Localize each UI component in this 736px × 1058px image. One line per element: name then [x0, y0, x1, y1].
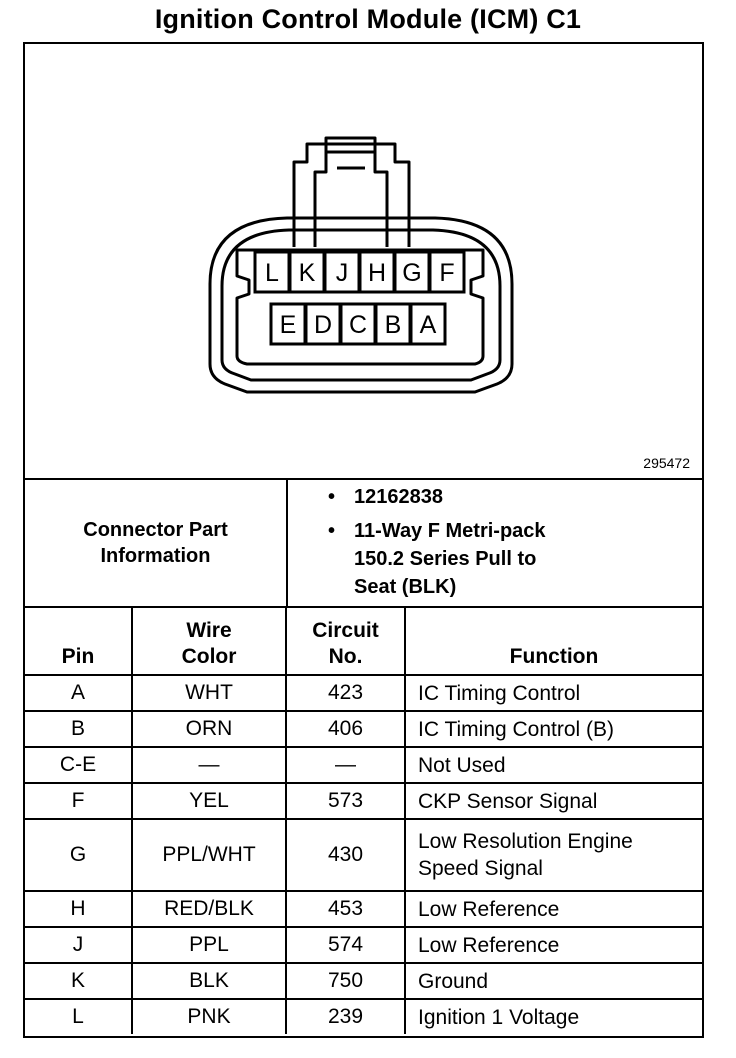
- function-line2: Speed Signal: [418, 857, 543, 880]
- wire-color-cell: ORN: [131, 710, 287, 748]
- connector-description-line3: Seat (BLK): [354, 576, 457, 598]
- pin-label: D: [314, 311, 332, 339]
- function-cell: CKP Sensor Signal: [404, 782, 702, 820]
- function-cell: IC Timing Control (B): [404, 710, 702, 748]
- figure-number: 295472: [643, 455, 690, 471]
- function-line1: Low Resolution Engine: [418, 830, 633, 853]
- wire-color-cell: BLK: [131, 962, 287, 1000]
- pin-label: G: [402, 259, 421, 287]
- pin-label: C: [349, 311, 367, 339]
- circuit-cell: 239: [285, 998, 406, 1034]
- circuit-cell: —: [285, 746, 406, 784]
- bullet-icon: •: [328, 486, 336, 508]
- connector-diagram: L K J H G F E D C B A 295472: [25, 44, 702, 480]
- table-row: F YEL 573 CKP Sensor Signal: [25, 782, 702, 820]
- connector-description-line2: 150.2 Series Pull to: [354, 548, 537, 570]
- function-cell: Low Reference: [404, 890, 702, 928]
- circuit-cell: 453: [285, 890, 406, 928]
- pin-label: K: [299, 259, 316, 287]
- wire-color-cell: WHT: [131, 674, 287, 712]
- pin-label: B: [385, 311, 402, 339]
- circuit-cell: 750: [285, 962, 406, 1000]
- pin-cell: H: [25, 890, 133, 928]
- table-row: K BLK 750 Ground: [25, 962, 702, 1000]
- pin-label: H: [368, 259, 386, 287]
- pin-label: E: [280, 311, 297, 339]
- pin-label: F: [439, 259, 454, 287]
- pin-cell: L: [25, 998, 133, 1034]
- table-row: L PNK 239 Ignition 1 Voltage: [25, 998, 702, 1034]
- connector-info-label-line1: Connector Part: [83, 519, 228, 541]
- bullet-icon: •: [328, 520, 336, 542]
- pin-cell: F: [25, 782, 133, 820]
- wire-color-cell: —: [131, 746, 287, 784]
- function-cell: Ignition 1 Voltage: [404, 998, 702, 1034]
- function-cell: Ground: [404, 962, 702, 1000]
- circuit-cell: 574: [285, 926, 406, 964]
- wire-color-cell: PNK: [131, 998, 287, 1034]
- function-cell: Not Used: [404, 746, 702, 784]
- pin-cell: G: [25, 818, 133, 892]
- wire-color-cell: YEL: [131, 782, 287, 820]
- header-pin: Pin: [25, 608, 133, 676]
- table-row: A WHT 423 IC Timing Control: [25, 674, 702, 712]
- pin-cell: A: [25, 674, 133, 712]
- table-row: C-E — — Not Used: [25, 746, 702, 784]
- wire-color-cell: RED/BLK: [131, 890, 287, 928]
- pin-box-f: [428, 250, 466, 294]
- table-row: B ORN 406 IC Timing Control (B): [25, 710, 702, 748]
- circuit-cell: 423: [285, 674, 406, 712]
- pin-cell: B: [25, 710, 133, 748]
- connector-sheet: L K J H G F E D C B A 295472 Connector P…: [23, 42, 704, 1038]
- circuit-cell: 430: [285, 818, 406, 892]
- connector-info-details: • 12162838 • 11-Way F Metri-pack 150.2 S…: [288, 480, 702, 606]
- table-row: J PPL 574 Low Reference: [25, 926, 702, 964]
- wire-color-cell: PPL/WHT: [131, 818, 287, 892]
- connector-face-drawing: L K J H G F E D C B A: [208, 136, 514, 394]
- pin-label: A: [420, 311, 437, 339]
- pin-label: L: [265, 259, 279, 287]
- connector-description-line1: 11-Way F Metri-pack: [354, 520, 546, 542]
- wire-color-cell: PPL: [131, 926, 287, 964]
- pin-cell: J: [25, 926, 133, 964]
- circuit-cell: 406: [285, 710, 406, 748]
- pin-cell: K: [25, 962, 133, 1000]
- pin-cell: C-E: [25, 746, 133, 784]
- part-number: 12162838: [354, 486, 443, 508]
- function-cell: Low Reference: [404, 926, 702, 964]
- function-cell: IC Timing Control: [404, 674, 702, 712]
- pin-box-a: [409, 302, 447, 346]
- table-row: H RED/BLK 453 Low Reference: [25, 890, 702, 928]
- pin-label: J: [336, 259, 349, 287]
- connector-info-label: Connector Part Information: [25, 480, 288, 606]
- connector-info-label-line2: Information: [100, 545, 211, 567]
- page-title: Ignition Control Module (ICM) C1: [154, 4, 582, 34]
- connector-part-info: Connector Part Information • 12162838 • …: [25, 480, 702, 608]
- header-function: Function: [404, 608, 702, 676]
- circuit-cell: 573: [285, 782, 406, 820]
